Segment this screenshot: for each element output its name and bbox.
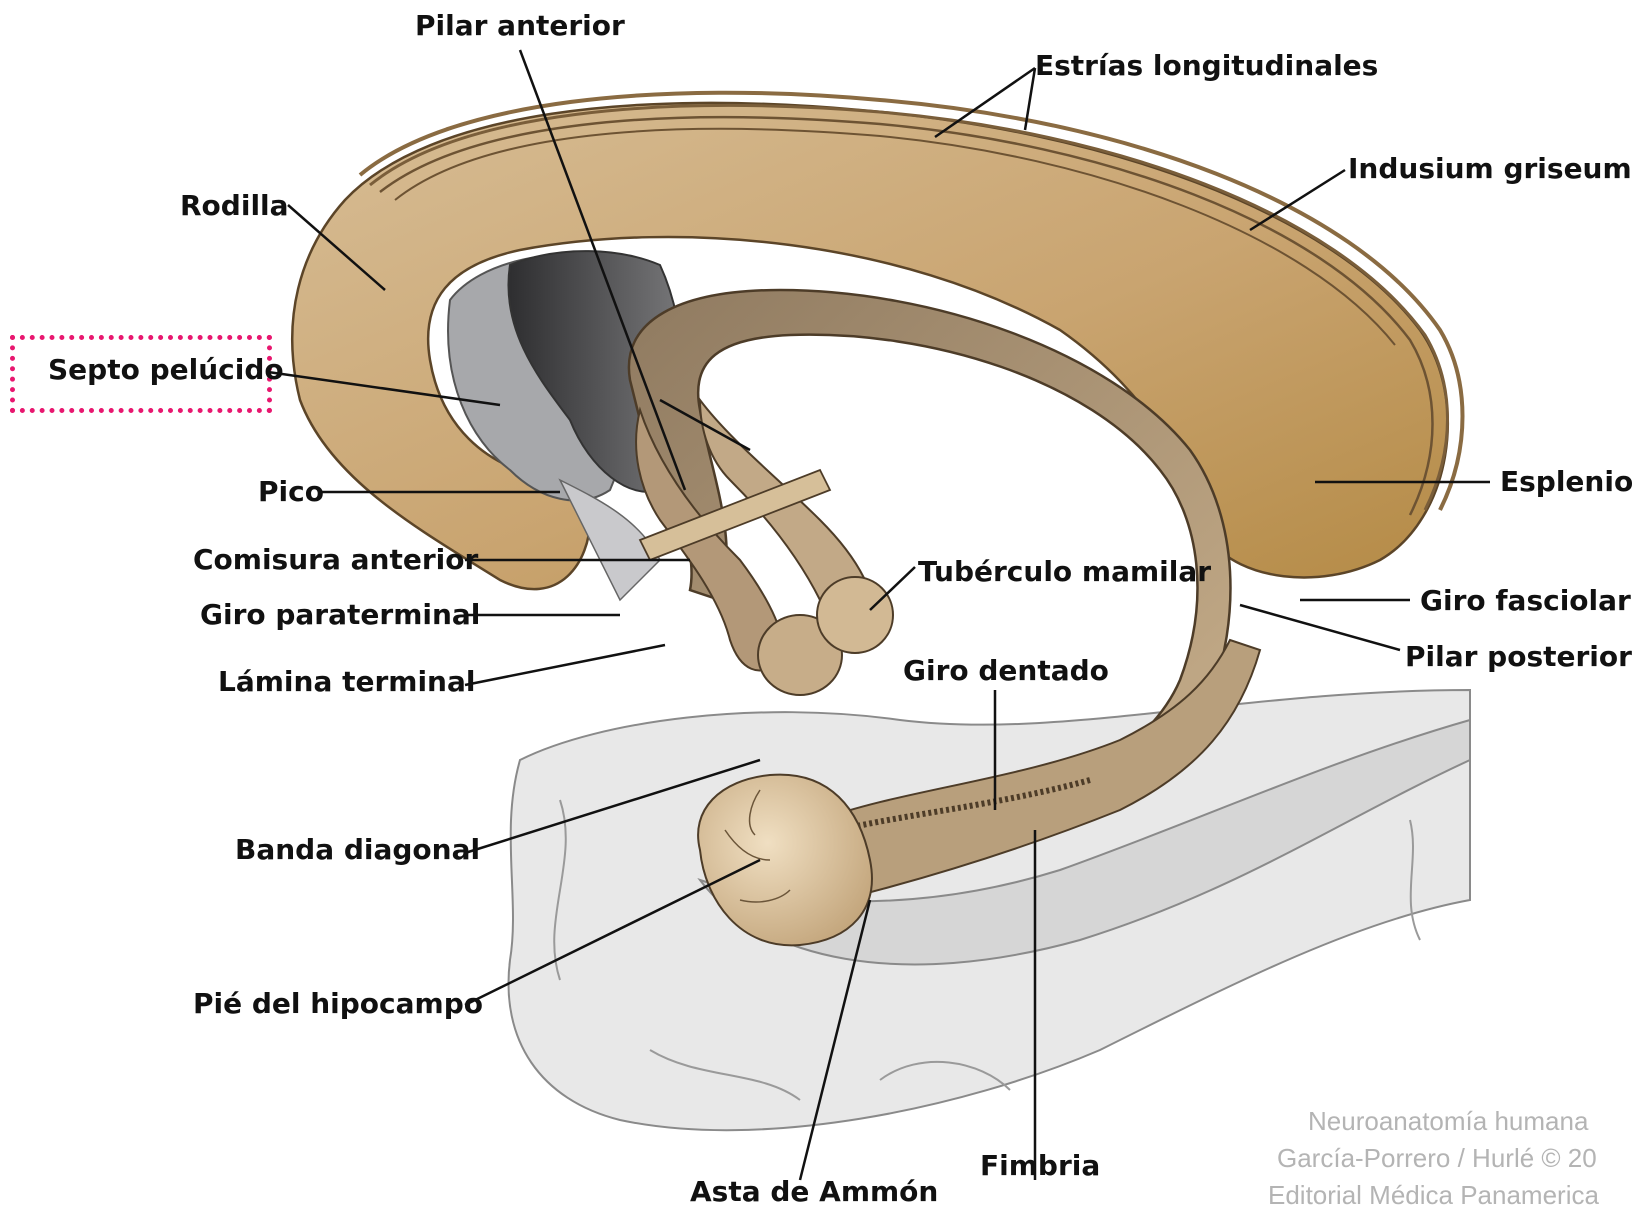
label-asta-de-ammon: Asta de Ammón <box>690 1178 938 1206</box>
label-comisura-anterior: Comisura anterior <box>193 546 478 574</box>
credit-line-1: Neuroanatomía humana <box>1308 1108 1588 1134</box>
label-indusium-griseum: Indusium griseum <box>1348 155 1632 183</box>
label-banda-diagonal: Banda diagonal <box>235 836 480 864</box>
label-pilar-anterior: Pilar anterior <box>415 12 625 40</box>
label-tuberculo-mamilar: Tubérculo mamilar <box>918 558 1211 586</box>
label-giro-paraterminal: Giro paraterminal <box>200 601 480 629</box>
label-giro-dentado: Giro dentado <box>903 657 1109 685</box>
credit-line-3: Editorial Médica Panamerica <box>1268 1182 1599 1208</box>
label-fimbria: Fimbria <box>980 1152 1100 1180</box>
credit-line-2: García-Porrero / Hurlé © 20 <box>1277 1145 1597 1171</box>
label-giro-fasciolar: Giro fasciolar <box>1420 587 1631 615</box>
label-pie-del-hipocampo: Pié del hipocampo <box>193 990 483 1018</box>
label-pilar-posterior: Pilar posterior <box>1405 643 1632 671</box>
label-esplenio: Esplenio <box>1500 468 1633 496</box>
label-lamina-terminal: Lámina terminal <box>218 668 475 696</box>
label-septo-pelucido: Septo pelúcido <box>48 356 284 384</box>
label-pico: Pico <box>258 478 324 506</box>
label-estrias-longitudinales: Estrías longitudinales <box>1035 52 1378 80</box>
label-rodilla: Rodilla <box>180 192 289 220</box>
temporal-lobe <box>508 690 1470 1130</box>
